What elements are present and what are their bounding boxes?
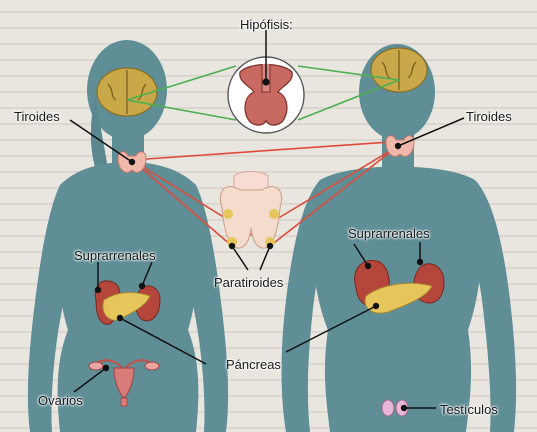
label-testiculos: Testículos (440, 403, 498, 416)
brain-male (371, 48, 427, 92)
label-pancreas: Páncreas (226, 358, 281, 371)
label-paratiroides: Paratiroides (214, 276, 283, 289)
label-hipofisis: Hipófisis: (240, 18, 293, 31)
label-suprarrenales-left: Suprarrenales (74, 249, 156, 262)
label-tiroides-left: Tiroides (14, 110, 60, 123)
label-suprarrenales-right: Suprarrenales (348, 227, 430, 240)
brain-female (97, 68, 157, 116)
label-tiroides-right: Tiroides (466, 110, 512, 123)
label-ovarios: Ovarios (38, 394, 83, 407)
